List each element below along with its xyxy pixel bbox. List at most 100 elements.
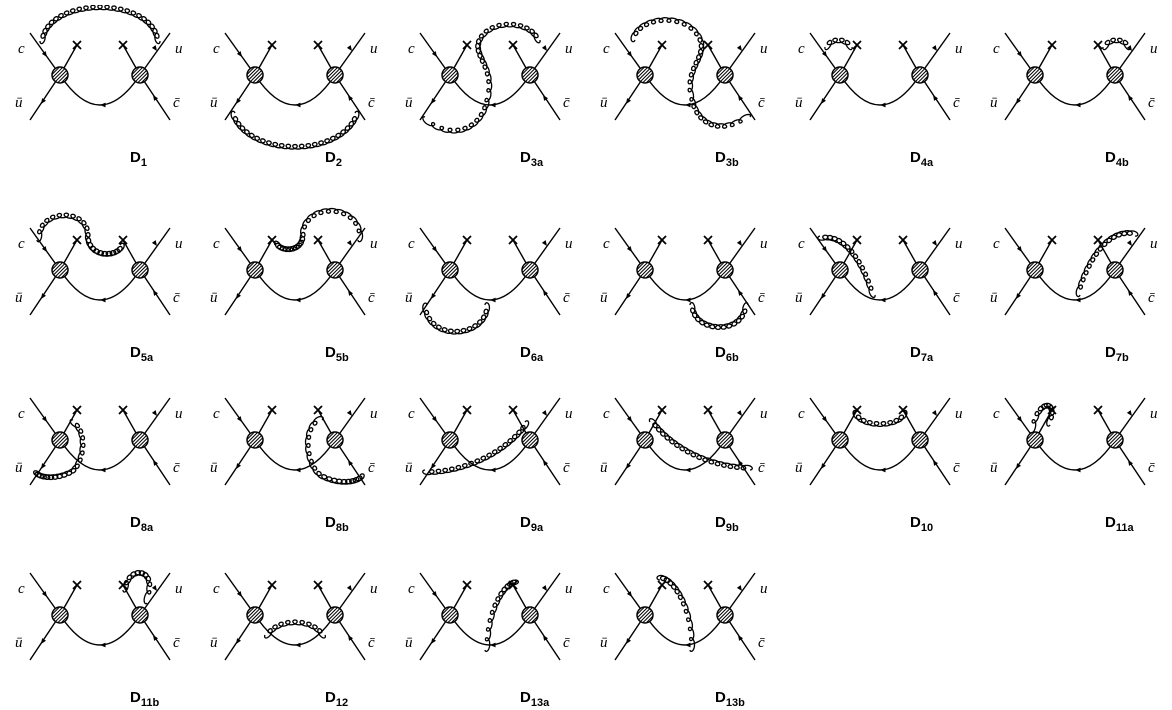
vertex-right: [326, 66, 344, 84]
cross-icon: [508, 235, 518, 245]
label-ubar: ū: [210, 95, 218, 111]
gluon-line: [1029, 402, 1055, 435]
label-u: u: [760, 406, 768, 422]
vertex-left: [636, 606, 654, 624]
arrow-icon: [348, 95, 354, 101]
diagram-caption: D2: [325, 149, 342, 169]
quark-line-ubar: [29, 269, 61, 316]
label-cbar: c̄: [953, 460, 960, 476]
diagram-caption: D6b: [715, 344, 739, 364]
internal-propagator: [254, 439, 336, 471]
arrow-icon: [821, 98, 827, 104]
vertex-right: [1106, 431, 1124, 449]
quark-line-ubar: [29, 614, 61, 661]
arrow-icon: [1016, 416, 1022, 422]
label-c: c: [213, 41, 220, 57]
label-u: u: [1150, 236, 1158, 252]
cross-icon: [462, 405, 472, 415]
arrow-icon: [626, 51, 632, 57]
arrow-icon: [346, 45, 352, 51]
cross-icon: [313, 405, 323, 415]
internal-propagator: [1034, 74, 1116, 106]
quark-line-ubar: [1004, 439, 1036, 486]
label-u: u: [760, 41, 768, 57]
label-ubar: ū: [990, 95, 998, 111]
arrow-icon: [738, 635, 744, 641]
arrow-icon: [626, 416, 632, 422]
gluon-line: [656, 574, 696, 653]
arrow-icon: [933, 460, 939, 466]
cross-icon: [703, 40, 713, 50]
cross-icon: [898, 235, 908, 245]
diagram-caption: D13b: [715, 689, 745, 709]
quark-line-ubar: [614, 269, 646, 316]
vertex-left: [1026, 261, 1044, 279]
vertex-right: [911, 66, 929, 84]
label-cbar: c̄: [368, 460, 375, 476]
internal-propagator: [59, 74, 141, 106]
arrow-icon: [431, 591, 437, 597]
quark-line-ubar: [224, 74, 256, 121]
label-u: u: [760, 581, 768, 597]
gluon-line: [39, 5, 161, 45]
arrow-icon: [541, 45, 547, 51]
arrow-icon: [151, 240, 157, 246]
internal-propagator: [839, 439, 921, 471]
gluon-line: [304, 415, 365, 485]
vertex-right: [131, 606, 149, 624]
arrow-icon: [543, 635, 549, 641]
quark-line-ubar: [614, 614, 646, 661]
quark-line-ubar: [809, 74, 841, 121]
vertex-right: [716, 66, 734, 84]
label-cbar: c̄: [563, 95, 570, 111]
label-cbar: c̄: [758, 460, 765, 476]
cross-icon: [72, 40, 82, 50]
cross-icon: [72, 235, 82, 245]
diagram-caption: D9a: [520, 514, 544, 534]
arrow-icon: [880, 467, 886, 473]
cross-icon: [852, 405, 862, 415]
vertex-left: [51, 431, 69, 449]
vertex-left: [831, 431, 849, 449]
arrow-icon: [295, 467, 301, 473]
arrow-icon: [541, 410, 547, 416]
label-c: c: [798, 41, 805, 57]
vertex-left: [246, 66, 264, 84]
arrow-icon: [1016, 51, 1022, 57]
arrow-icon: [736, 45, 742, 51]
cross-icon: [703, 235, 713, 245]
arrow-icon: [1128, 290, 1134, 296]
arrow-icon: [236, 98, 242, 104]
cross-icon: [508, 405, 518, 415]
vertex-left: [636, 261, 654, 279]
label-u: u: [1150, 41, 1158, 57]
arrow-icon: [1075, 297, 1081, 303]
label-ubar: ū: [600, 95, 608, 111]
gluon-line: [648, 418, 753, 471]
arrow-icon: [490, 642, 496, 648]
vertex-left: [441, 431, 459, 449]
arrow-icon: [346, 585, 352, 591]
arrow-icon: [100, 467, 106, 473]
quark-line-ubar: [29, 439, 61, 486]
arrow-icon: [736, 240, 742, 246]
arrow-icon: [153, 95, 159, 101]
arrow-icon: [490, 467, 496, 473]
label-cbar: c̄: [1148, 460, 1155, 476]
arrow-icon: [41, 638, 47, 644]
label-u: u: [370, 581, 378, 597]
vertex-left: [831, 66, 849, 84]
arrow-icon: [736, 585, 742, 591]
quark-line-ubar: [419, 614, 451, 661]
arrow-icon: [295, 297, 301, 303]
label-u: u: [760, 236, 768, 252]
label-ubar: ū: [405, 635, 413, 651]
gluon-line: [422, 420, 530, 476]
arrow-icon: [295, 102, 301, 108]
arrow-icon: [41, 293, 47, 299]
